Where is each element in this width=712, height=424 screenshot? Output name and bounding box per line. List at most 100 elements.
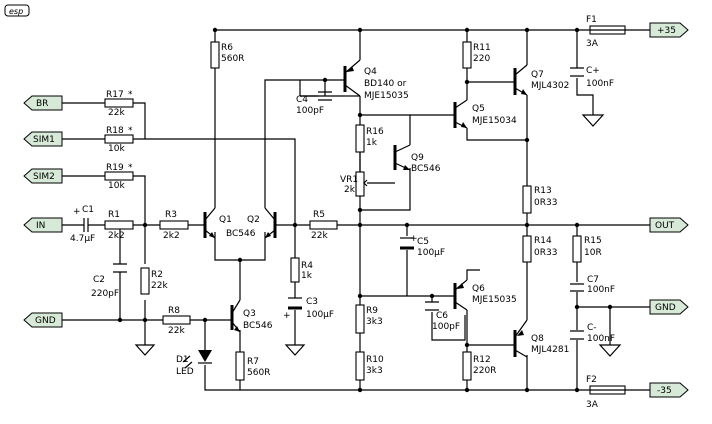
svg-text:C7: C7 [587, 275, 599, 285]
r19-resistor [104, 171, 134, 181]
svg-text:10k: 10k [108, 181, 125, 191]
svg-text:BR: BR [36, 99, 48, 109]
svg-text:R1: R1 [108, 210, 120, 220]
r16-resistor [355, 124, 365, 153]
port-br: BR [23, 95, 63, 111]
svg-text:MJE15035: MJE15035 [472, 295, 517, 305]
r2-resistor [140, 267, 150, 295]
svg-text:R5: R5 [313, 210, 325, 220]
svg-text:esp: esp [9, 7, 23, 16]
q5-transistor [453, 99, 468, 129]
q9-transistor [393, 144, 411, 171]
svg-text:+: + [410, 234, 418, 244]
r3-resistor [159, 220, 189, 230]
svg-text:R17: R17 [106, 90, 124, 100]
svg-text:100nF: 100nF [587, 334, 615, 344]
r12-resistor [462, 351, 472, 381]
port-plus35: +35 [649, 22, 689, 38]
svg-text:0R33: 0R33 [534, 248, 557, 258]
svg-text:*: * [128, 126, 133, 136]
svg-text:MJL4302: MJL4302 [531, 81, 569, 91]
svg-text:220pF: 220pF [91, 289, 119, 299]
svg-text:+35: +35 [657, 26, 676, 36]
svg-text:F2: F2 [586, 375, 597, 385]
r15-resistor [572, 235, 582, 263]
svg-text:SIM1: SIM1 [33, 135, 55, 145]
ground-symbols [134, 114, 622, 357]
svg-text:+: + [73, 207, 81, 217]
svg-text:VR1: VR1 [340, 175, 358, 185]
c2-capacitor [113, 263, 127, 273]
svg-text:22k: 22k [108, 108, 125, 118]
svg-text:2k2: 2k2 [108, 231, 125, 241]
svg-text:1k: 1k [366, 138, 378, 148]
svg-text:C3: C3 [306, 297, 318, 307]
svg-text:Q6: Q6 [472, 284, 485, 294]
port-gnd-right: GND [649, 299, 689, 315]
junction-dots [117, 27, 613, 393]
svg-text:Q9: Q9 [411, 153, 424, 163]
svg-text:2k: 2k [344, 185, 356, 195]
r1-resistor [104, 220, 134, 230]
svg-text:3k3: 3k3 [366, 317, 383, 327]
svg-text:F1: F1 [586, 15, 597, 25]
svg-text:1k: 1k [301, 271, 313, 281]
svg-text:R11: R11 [473, 43, 491, 53]
c1-capacitor [83, 218, 89, 232]
svg-text:3A: 3A [586, 39, 599, 49]
svg-text:Q3: Q3 [243, 309, 256, 319]
ports: BR SIM1 SIM2 IN GND +35 OUT GND -35 [23, 22, 689, 398]
svg-text:-35: -35 [657, 386, 672, 396]
svg-text:C6: C6 [436, 311, 448, 321]
svg-text:GND: GND [655, 303, 676, 313]
capacitors [78, 67, 584, 340]
r11-resistor [462, 41, 472, 69]
r8-resistor [162, 315, 191, 325]
svg-text:R4: R4 [301, 261, 313, 271]
wiring [62, 29, 650, 391]
r6-resistor [210, 41, 220, 69]
svg-text:C4: C4 [296, 95, 308, 105]
svg-text:LED: LED [176, 367, 194, 377]
component-labels: R17 * 22k R18 * 10k R19 * 10k + C1 4.7μF… [70, 15, 615, 410]
c-minus-capacitor [570, 330, 584, 340]
svg-text:Q2: Q2 [247, 215, 260, 225]
esp-logo: esp [4, 4, 30, 17]
svg-text:R3: R3 [165, 210, 177, 220]
port-gnd-left: GND [23, 312, 63, 328]
svg-text:IN: IN [36, 221, 45, 231]
svg-text:R7: R7 [247, 357, 259, 367]
svg-text:R19: R19 [106, 163, 124, 173]
svg-text:Q5: Q5 [472, 104, 485, 114]
port-sim1: SIM1 [23, 131, 63, 147]
svg-text:R9: R9 [366, 306, 378, 316]
port-in: IN [23, 217, 63, 233]
fuses [589, 25, 626, 395]
q1-transistor [203, 207, 216, 239]
svg-text:560R: 560R [247, 368, 270, 378]
svg-text:R18: R18 [106, 126, 124, 136]
r14-resistor [522, 235, 532, 263]
r7-resistor [235, 351, 245, 381]
svg-text:D1: D1 [176, 355, 189, 365]
r4-resistor [290, 257, 300, 283]
svg-text:3k3: 3k3 [366, 366, 383, 376]
c4-capacitor [318, 91, 332, 101]
svg-text:C+: C+ [586, 66, 600, 76]
svg-text:SIM2: SIM2 [33, 172, 55, 182]
svg-text:100μF: 100μF [306, 310, 334, 320]
r17-resistor [104, 98, 134, 108]
svg-text:100pF: 100pF [432, 322, 460, 332]
svg-text:3A: 3A [586, 400, 599, 410]
svg-text:22k: 22k [151, 281, 168, 291]
resistors [104, 41, 582, 381]
r9-resistor [355, 304, 365, 334]
svg-text:R14: R14 [534, 236, 552, 246]
svg-text:R12: R12 [473, 355, 491, 365]
vr1-potentiometer [355, 171, 365, 197]
svg-text:MJL4281: MJL4281 [531, 345, 569, 355]
svg-text:R10: R10 [366, 355, 384, 365]
svg-text:Q1: Q1 [219, 215, 232, 225]
q8-transistor [513, 319, 528, 358]
